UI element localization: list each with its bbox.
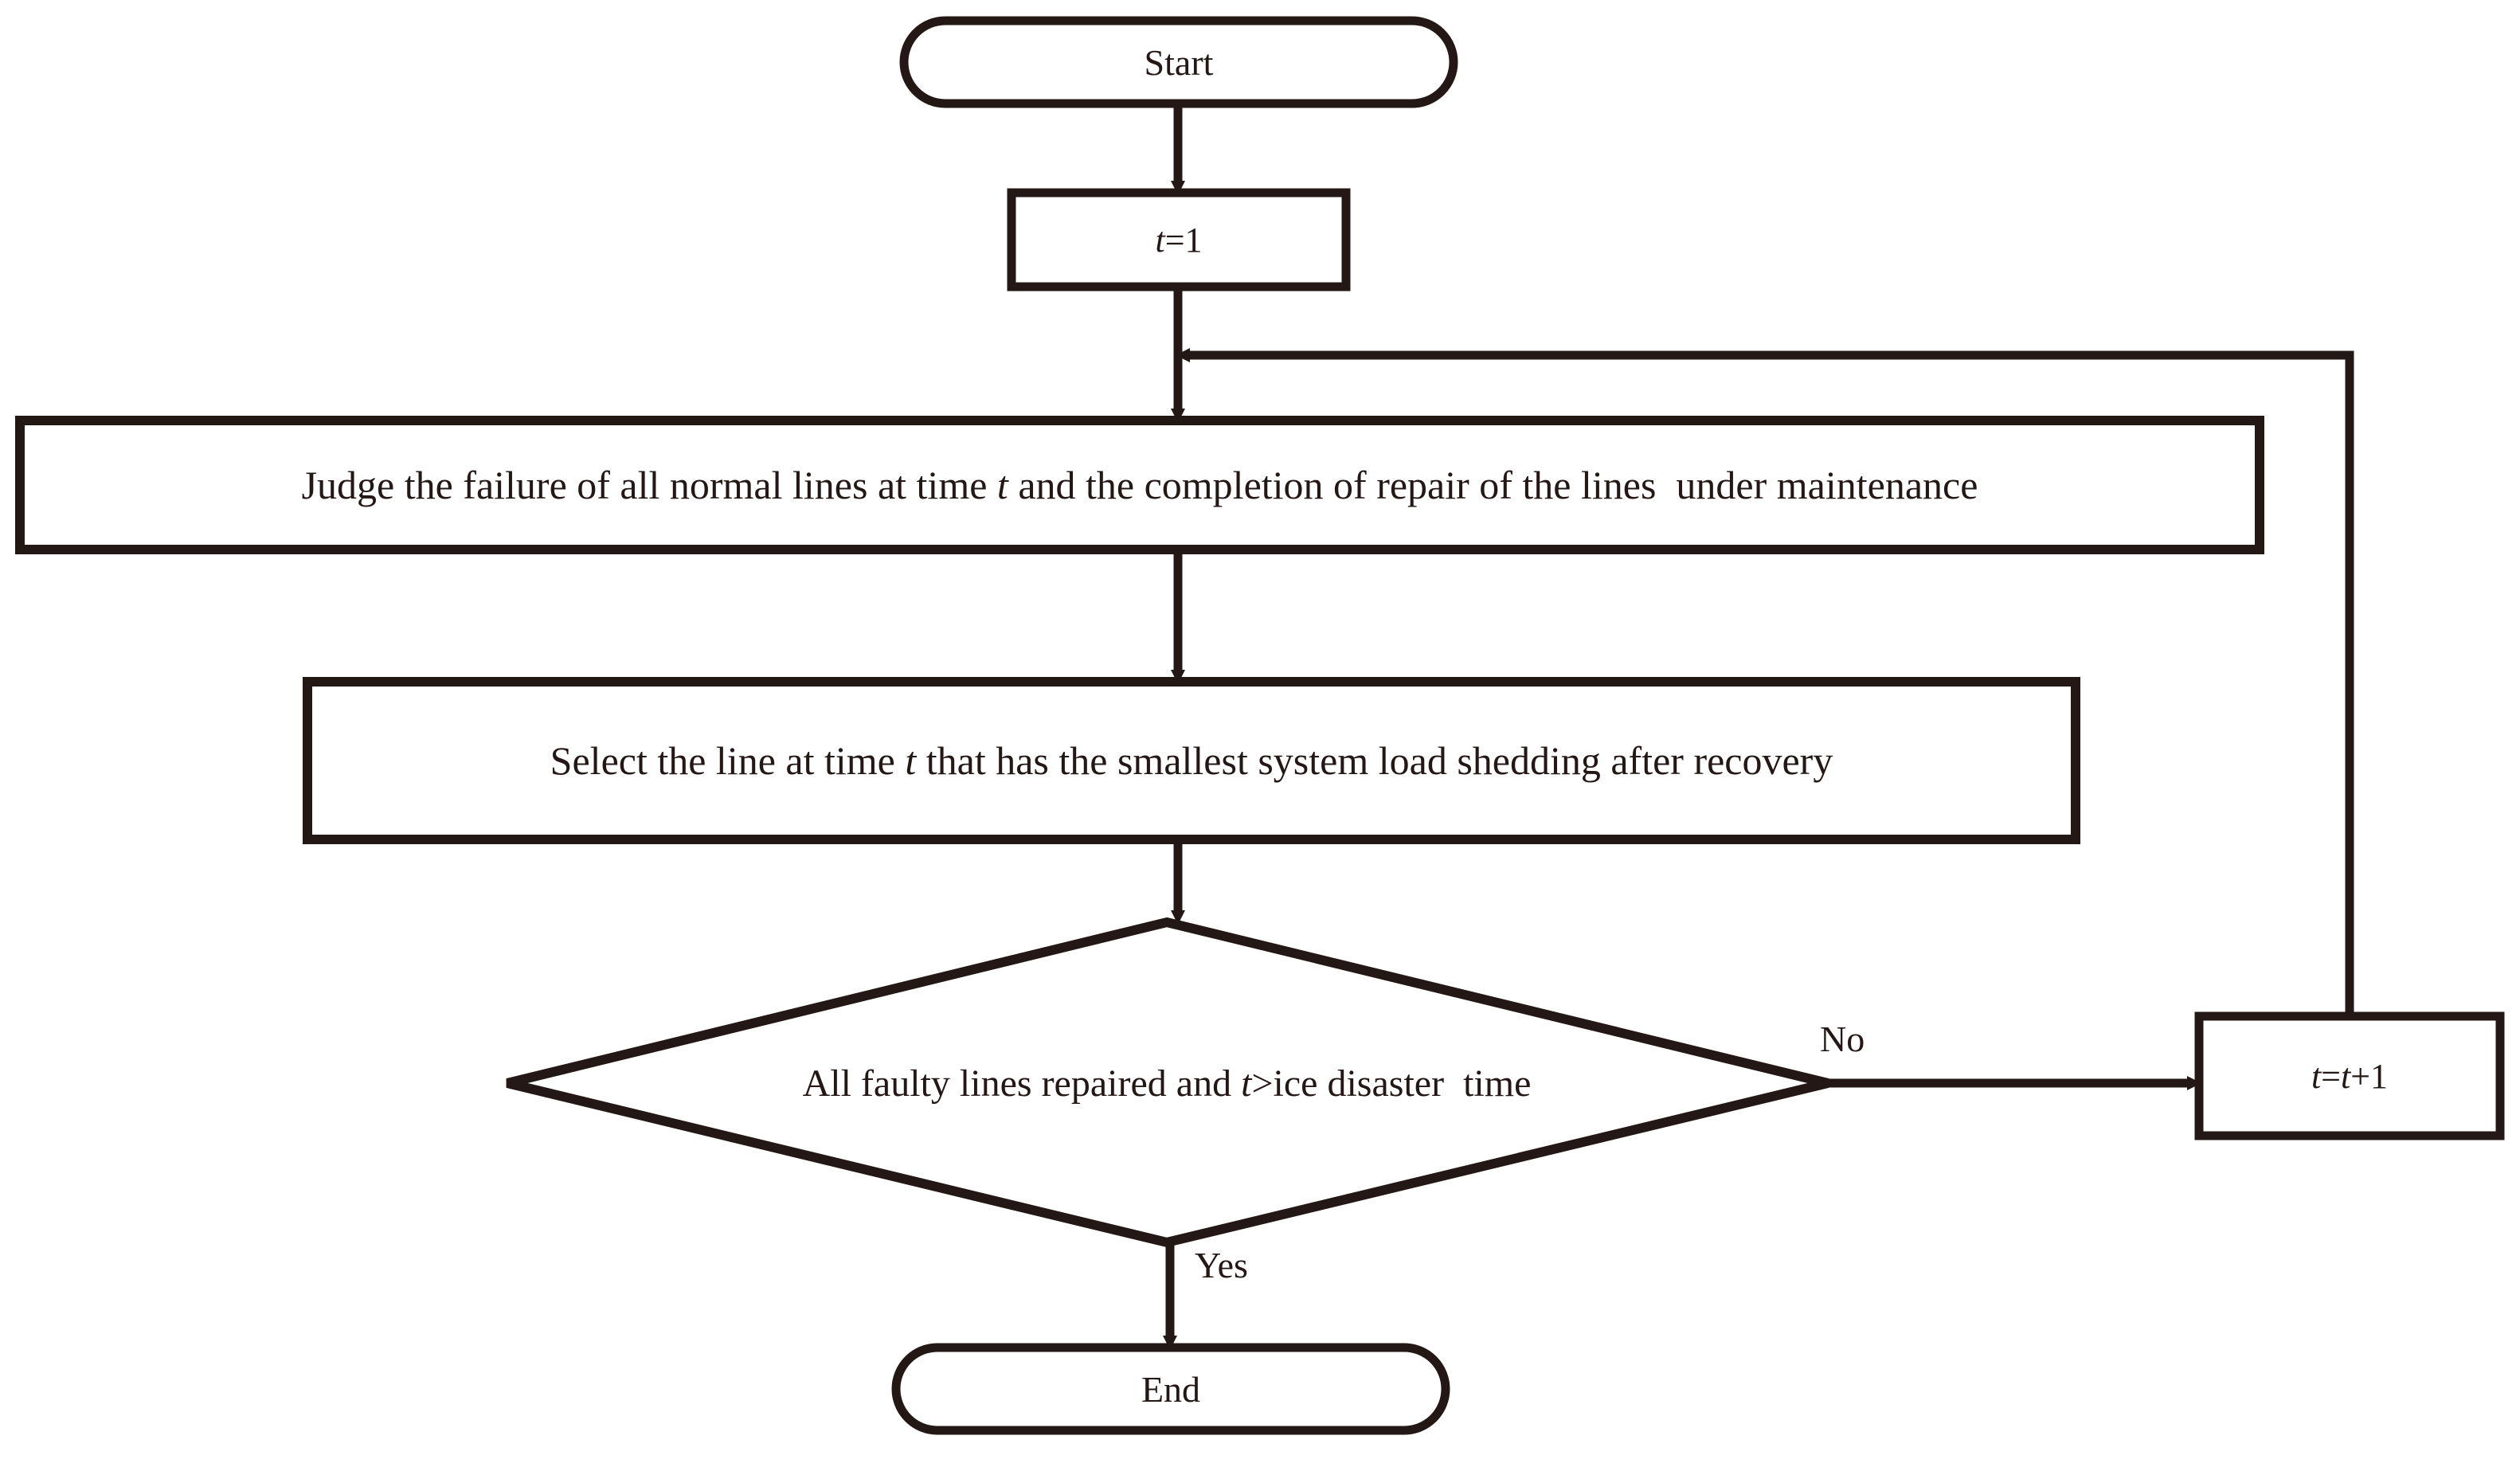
start-terminal-shape bbox=[899, 16, 1458, 108]
increment-t-box-shape bbox=[2194, 1011, 2505, 1140]
select-box-shape bbox=[303, 677, 2080, 844]
decision-diamond-shape bbox=[506, 917, 1829, 1248]
end-terminal-shape bbox=[891, 1343, 1450, 1435]
judge-box-shape bbox=[15, 416, 2264, 554]
init-t-box-shape bbox=[1007, 188, 1351, 291]
edge-feedback-loop bbox=[1176, 348, 2354, 1016]
edge-label-yes: Yes bbox=[1195, 1245, 1248, 1285]
edge-label-no: No bbox=[1820, 1019, 1865, 1059]
